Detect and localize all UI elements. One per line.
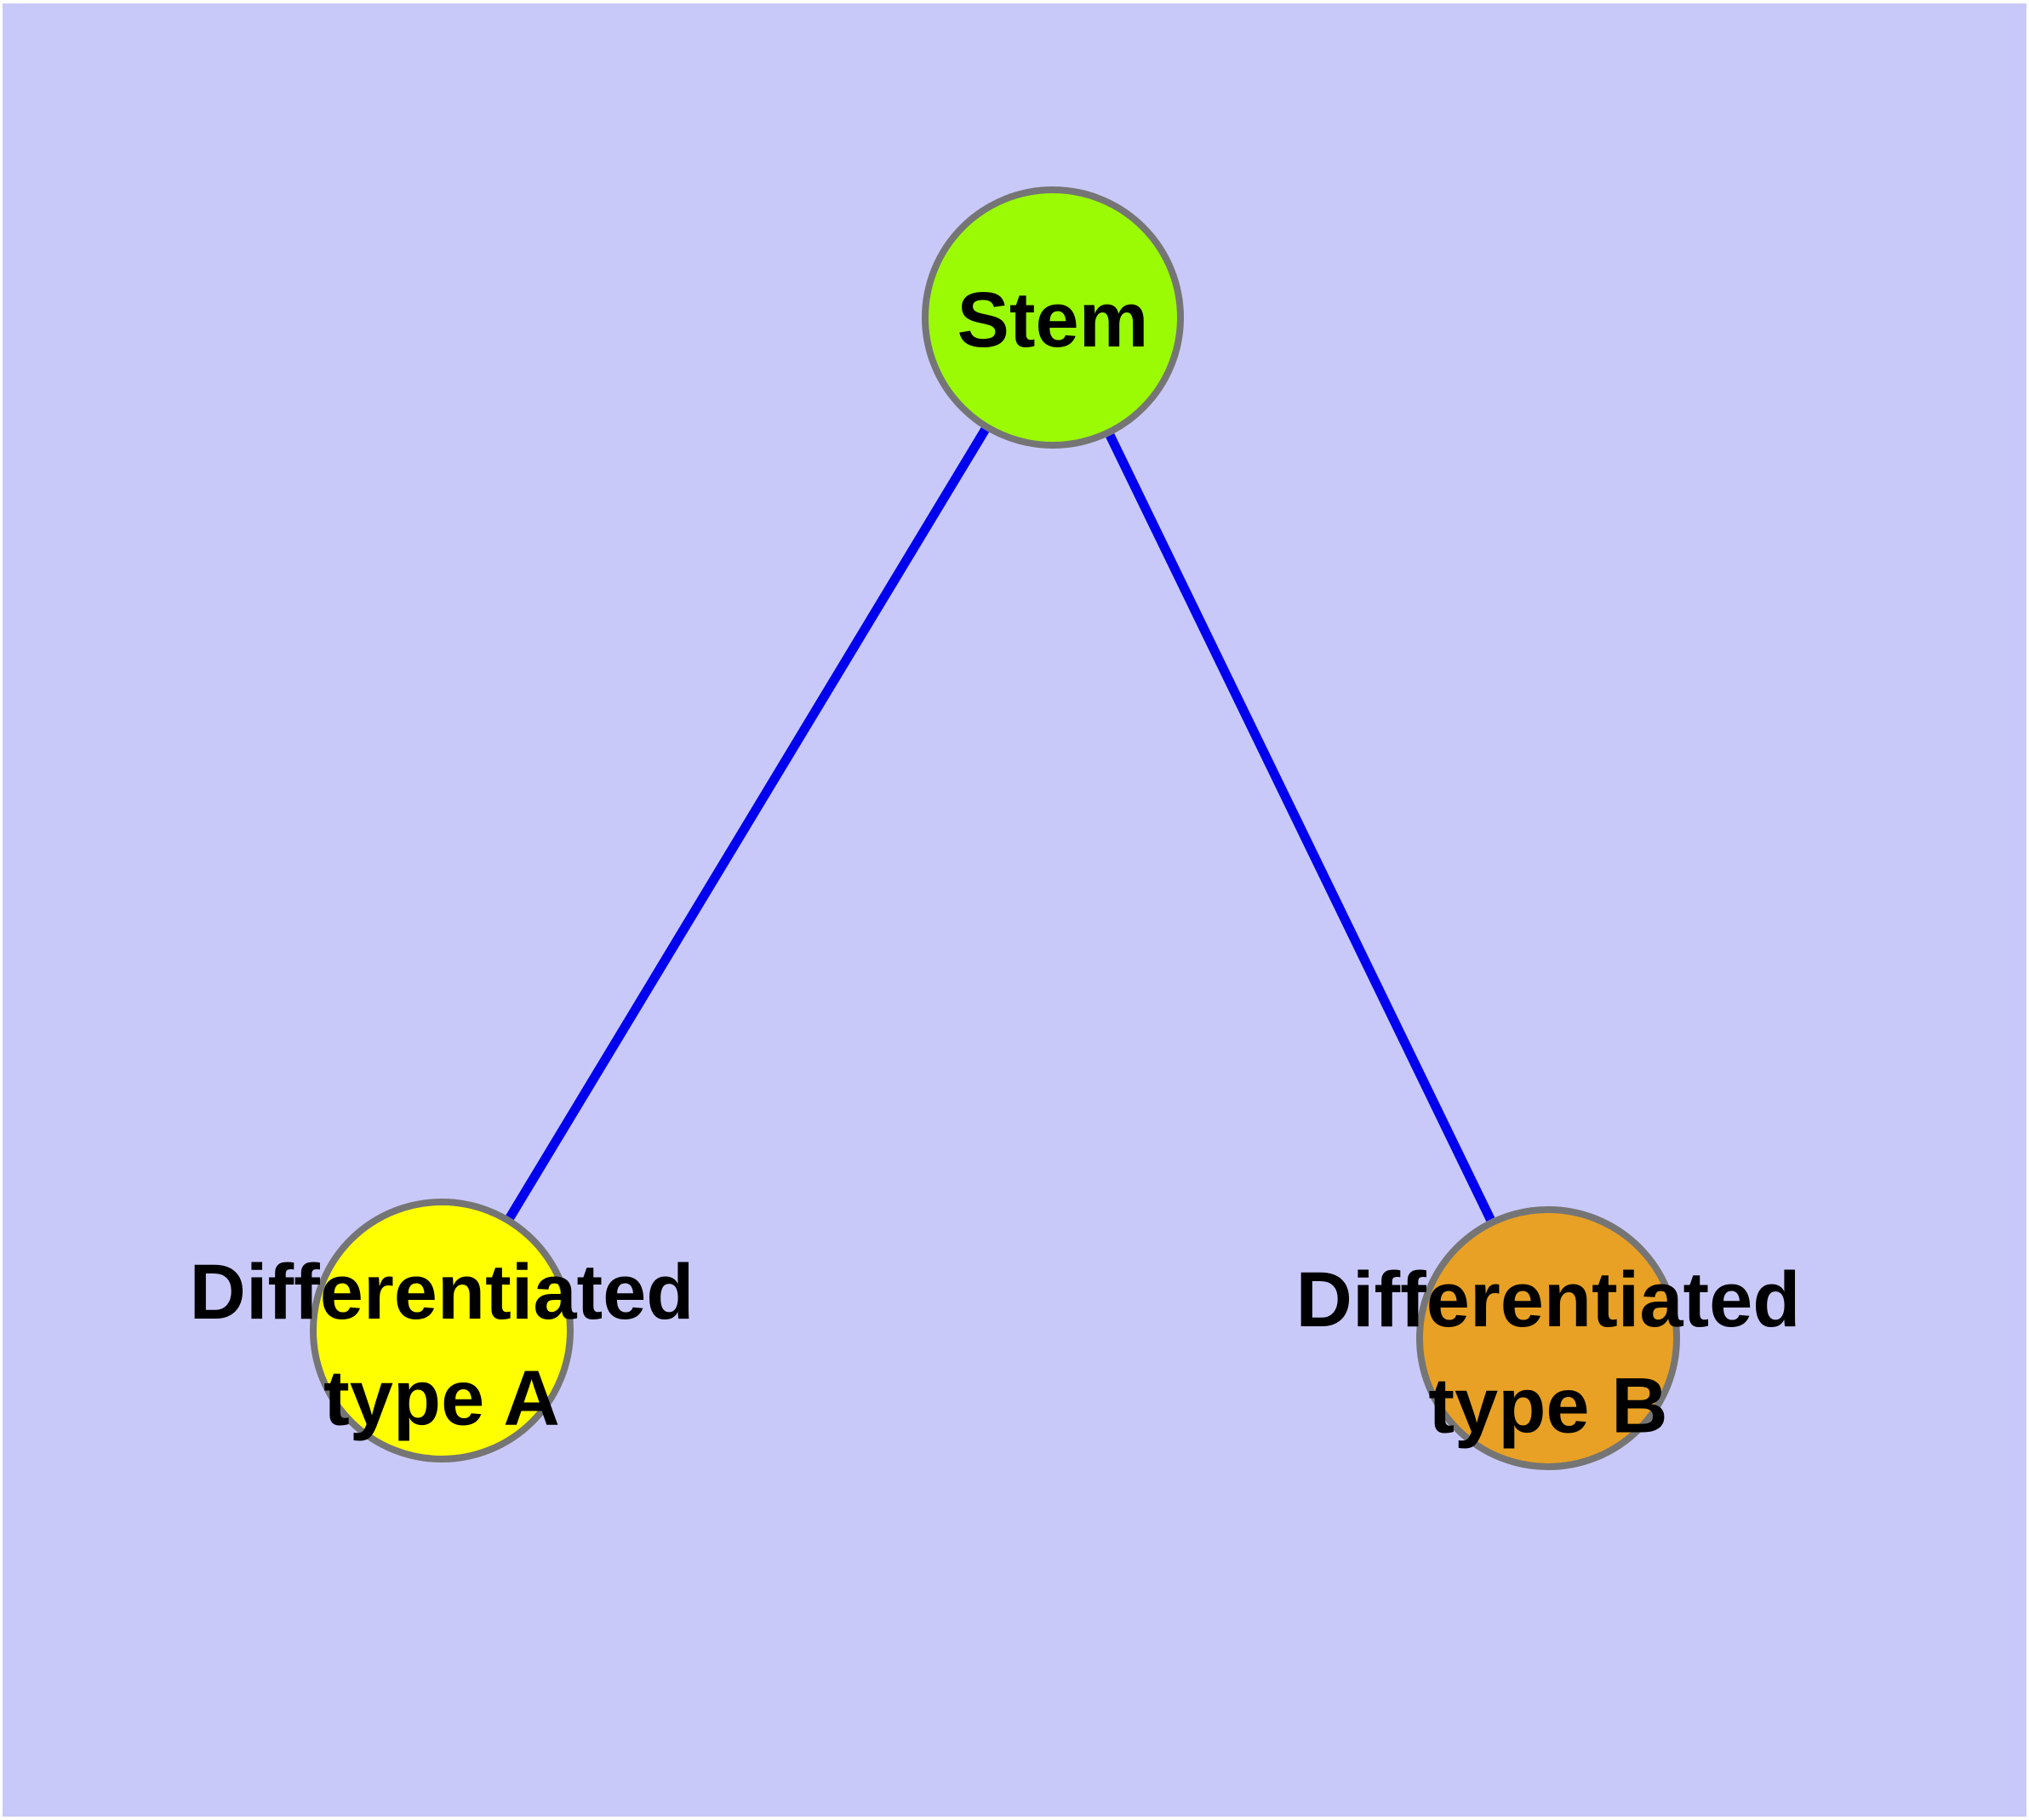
node-label-diff-a-line2: type A xyxy=(323,1354,560,1441)
node-circle-diff-b xyxy=(1416,1206,1680,1470)
edge-stem-diff-b xyxy=(1106,433,1495,1222)
node-circle-stem xyxy=(922,186,1184,449)
node-circle-diff-a xyxy=(310,1199,574,1462)
node-label-diff-b-line2: type B xyxy=(1428,1362,1667,1449)
edges-layer xyxy=(506,427,1495,1222)
edge-stem-diff-a xyxy=(506,427,990,1221)
node-diff-b: Differentiated type B xyxy=(1296,1206,1801,1470)
node-label-stem-line1: Stem xyxy=(957,277,1149,363)
node-label-diff-b-line1: Differentiated xyxy=(1296,1256,1801,1343)
node-diff-a: Differentiated type A xyxy=(190,1199,694,1462)
node-stem: Stem xyxy=(922,186,1184,449)
node-label-diff-a-line1: Differentiated xyxy=(190,1249,694,1336)
